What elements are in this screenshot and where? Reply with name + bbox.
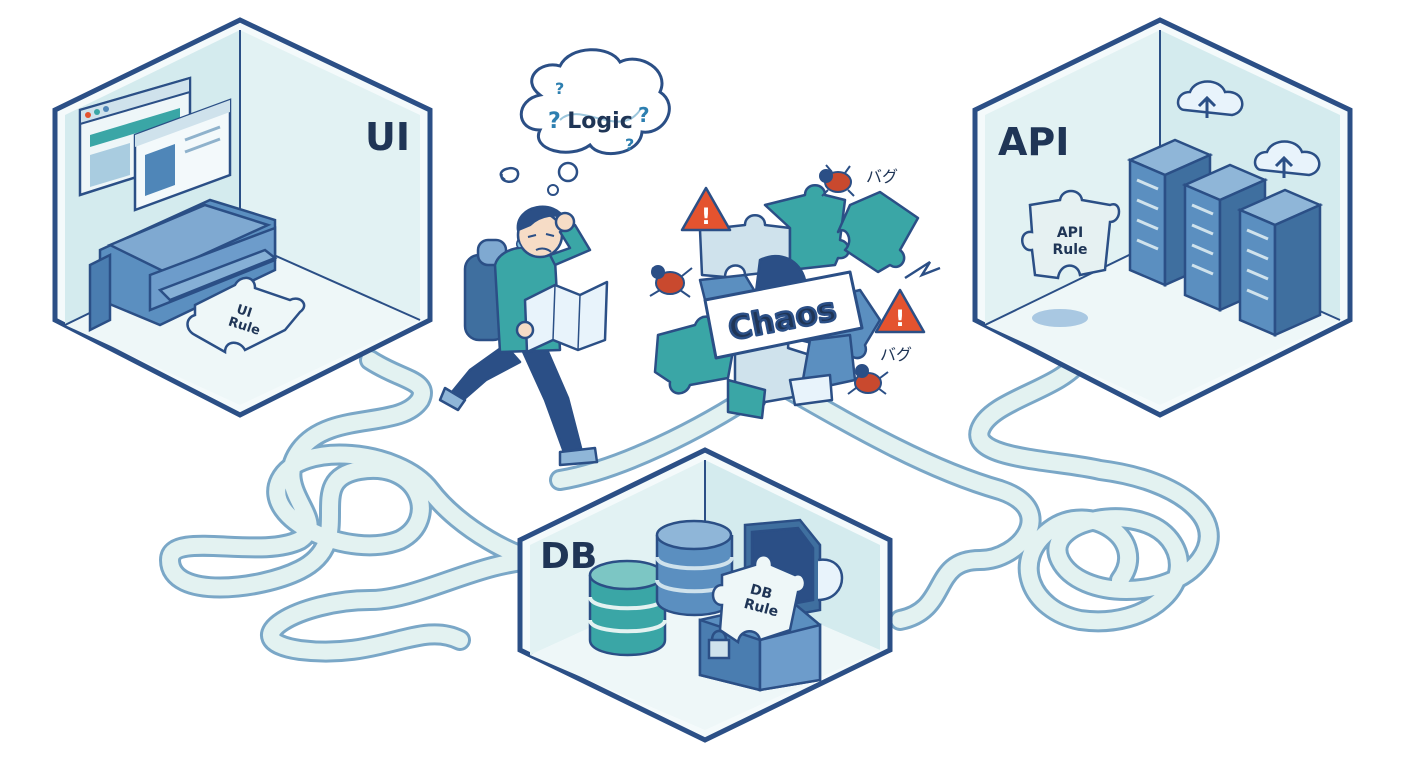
api-rule-text-line1: API [1057,225,1083,241]
server-rack-icon [1236,188,1324,337]
warning-icon: ! [680,186,732,232]
thought-text: Logic [567,109,632,134]
map-icon [523,280,609,354]
ui-rule-text-line1: UI [234,302,253,321]
bug-label: バグ [880,345,912,364]
confused-traveler [438,166,609,467]
db-rule-text-line1: DB [748,582,774,603]
ui-room: UI Rule UI [52,17,433,418]
db-room-label: DB [540,536,597,577]
cloud-upload-icon [1253,140,1321,178]
cloud-upload-icon [1176,80,1244,118]
ui-rule-puzzle-piece: UI Rule [186,276,306,355]
floor-shadow [1032,309,1088,327]
bug-icon [847,364,889,395]
padlock-icon [707,638,731,660]
tangled-paths [159,349,1220,663]
warning-mark: ! [701,205,711,230]
sofa-icon [88,198,278,333]
question-mark-icon: ? [638,103,650,127]
browser-window-icon [133,98,232,212]
warning-icon: ! [874,288,926,334]
warning-mark: ! [895,307,905,332]
dizzy-swirl-icon [499,166,520,183]
db-rule-puzzle-piece: DB Rule [711,554,807,645]
question-mark-icon: ? [555,79,564,98]
question-mark-icon: ? [548,109,561,134]
api-room: API [972,17,1353,418]
api-rule-text-line2: Rule [1052,242,1087,258]
ui-room-label: UI [365,115,410,159]
db-room: DB DB Rule [517,447,893,743]
bug-label: バグ [866,167,898,186]
api-room-label: API [998,120,1069,164]
thought-bubble: ? ? ? ? Logic [519,48,671,196]
database-icon [588,559,667,657]
question-mark-icon: ? [625,135,634,154]
api-rule-puzzle-piece: API Rule [1021,189,1121,280]
bug-icon [819,164,855,197]
lightning-icon [904,260,941,280]
bug-icon [649,265,693,298]
